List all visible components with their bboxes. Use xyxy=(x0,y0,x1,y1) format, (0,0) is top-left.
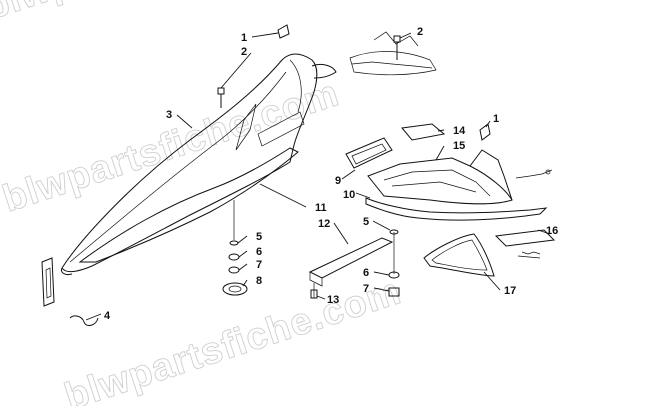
callout-12: 12 xyxy=(318,218,330,230)
rear-bumper-cap-left-part xyxy=(277,24,290,39)
callout-16: 16 xyxy=(546,225,558,237)
rear-bumper-cap-right-part xyxy=(479,123,491,141)
hardware-stack-left xyxy=(222,200,248,296)
seal-strip-part xyxy=(423,233,495,277)
watermark-group: blwpartsfiche.com blwpartsfiche.com blwp… xyxy=(0,0,407,406)
callout-15: 15 xyxy=(453,140,465,152)
callout-2-right: 2 xyxy=(417,26,423,38)
callout-11: 11 xyxy=(315,202,327,214)
callout-13: 13 xyxy=(327,294,339,306)
seat-outline-part xyxy=(349,31,437,76)
flap-assembly-part xyxy=(78,147,299,263)
callout-9: 9 xyxy=(335,175,341,187)
callout-7-left: 7 xyxy=(256,259,262,271)
chain-detail xyxy=(517,251,541,259)
callout-17: 17 xyxy=(504,285,516,297)
leader-lines xyxy=(85,32,551,321)
screw-left-part xyxy=(217,87,225,108)
callout-5-right: 5 xyxy=(363,216,369,228)
screw-right-part xyxy=(393,35,401,60)
callout-3: 3 xyxy=(166,109,172,121)
callout-1-right: 1 xyxy=(493,113,499,125)
light-bezel-part xyxy=(345,137,393,169)
callout-7-right: 7 xyxy=(363,283,369,295)
bracket-bar-part xyxy=(365,197,548,221)
tail-section-part xyxy=(61,53,337,275)
mount-bracket-part xyxy=(308,237,394,299)
callout-8: 8 xyxy=(256,275,262,287)
hitch-pin-part xyxy=(41,257,99,326)
callout-10: 10 xyxy=(343,189,355,201)
watermark-bottom: blwpartsfiche.com xyxy=(60,270,406,406)
callout-labels: 1 2 3 4 5 6 7 8 9 10 11 12 13 14 15 16 1… xyxy=(104,26,558,322)
callout-2-left: 2 xyxy=(241,46,247,58)
decal-plate-part xyxy=(494,229,556,247)
callout-5-left: 5 xyxy=(256,231,262,243)
callout-6-right: 6 xyxy=(363,267,369,279)
callout-4: 4 xyxy=(104,310,111,322)
small-hardware-upper xyxy=(515,169,553,179)
callout-6-left: 6 xyxy=(256,246,262,258)
storage-tray-part xyxy=(367,149,513,205)
watermark-top: blwpartsfiche.com xyxy=(0,0,326,29)
watermark-middle: blwpartsfiche.com xyxy=(0,72,344,220)
callout-14: 14 xyxy=(453,125,466,137)
callout-1-left: 1 xyxy=(241,32,247,44)
reflector-pad-part xyxy=(401,123,446,141)
